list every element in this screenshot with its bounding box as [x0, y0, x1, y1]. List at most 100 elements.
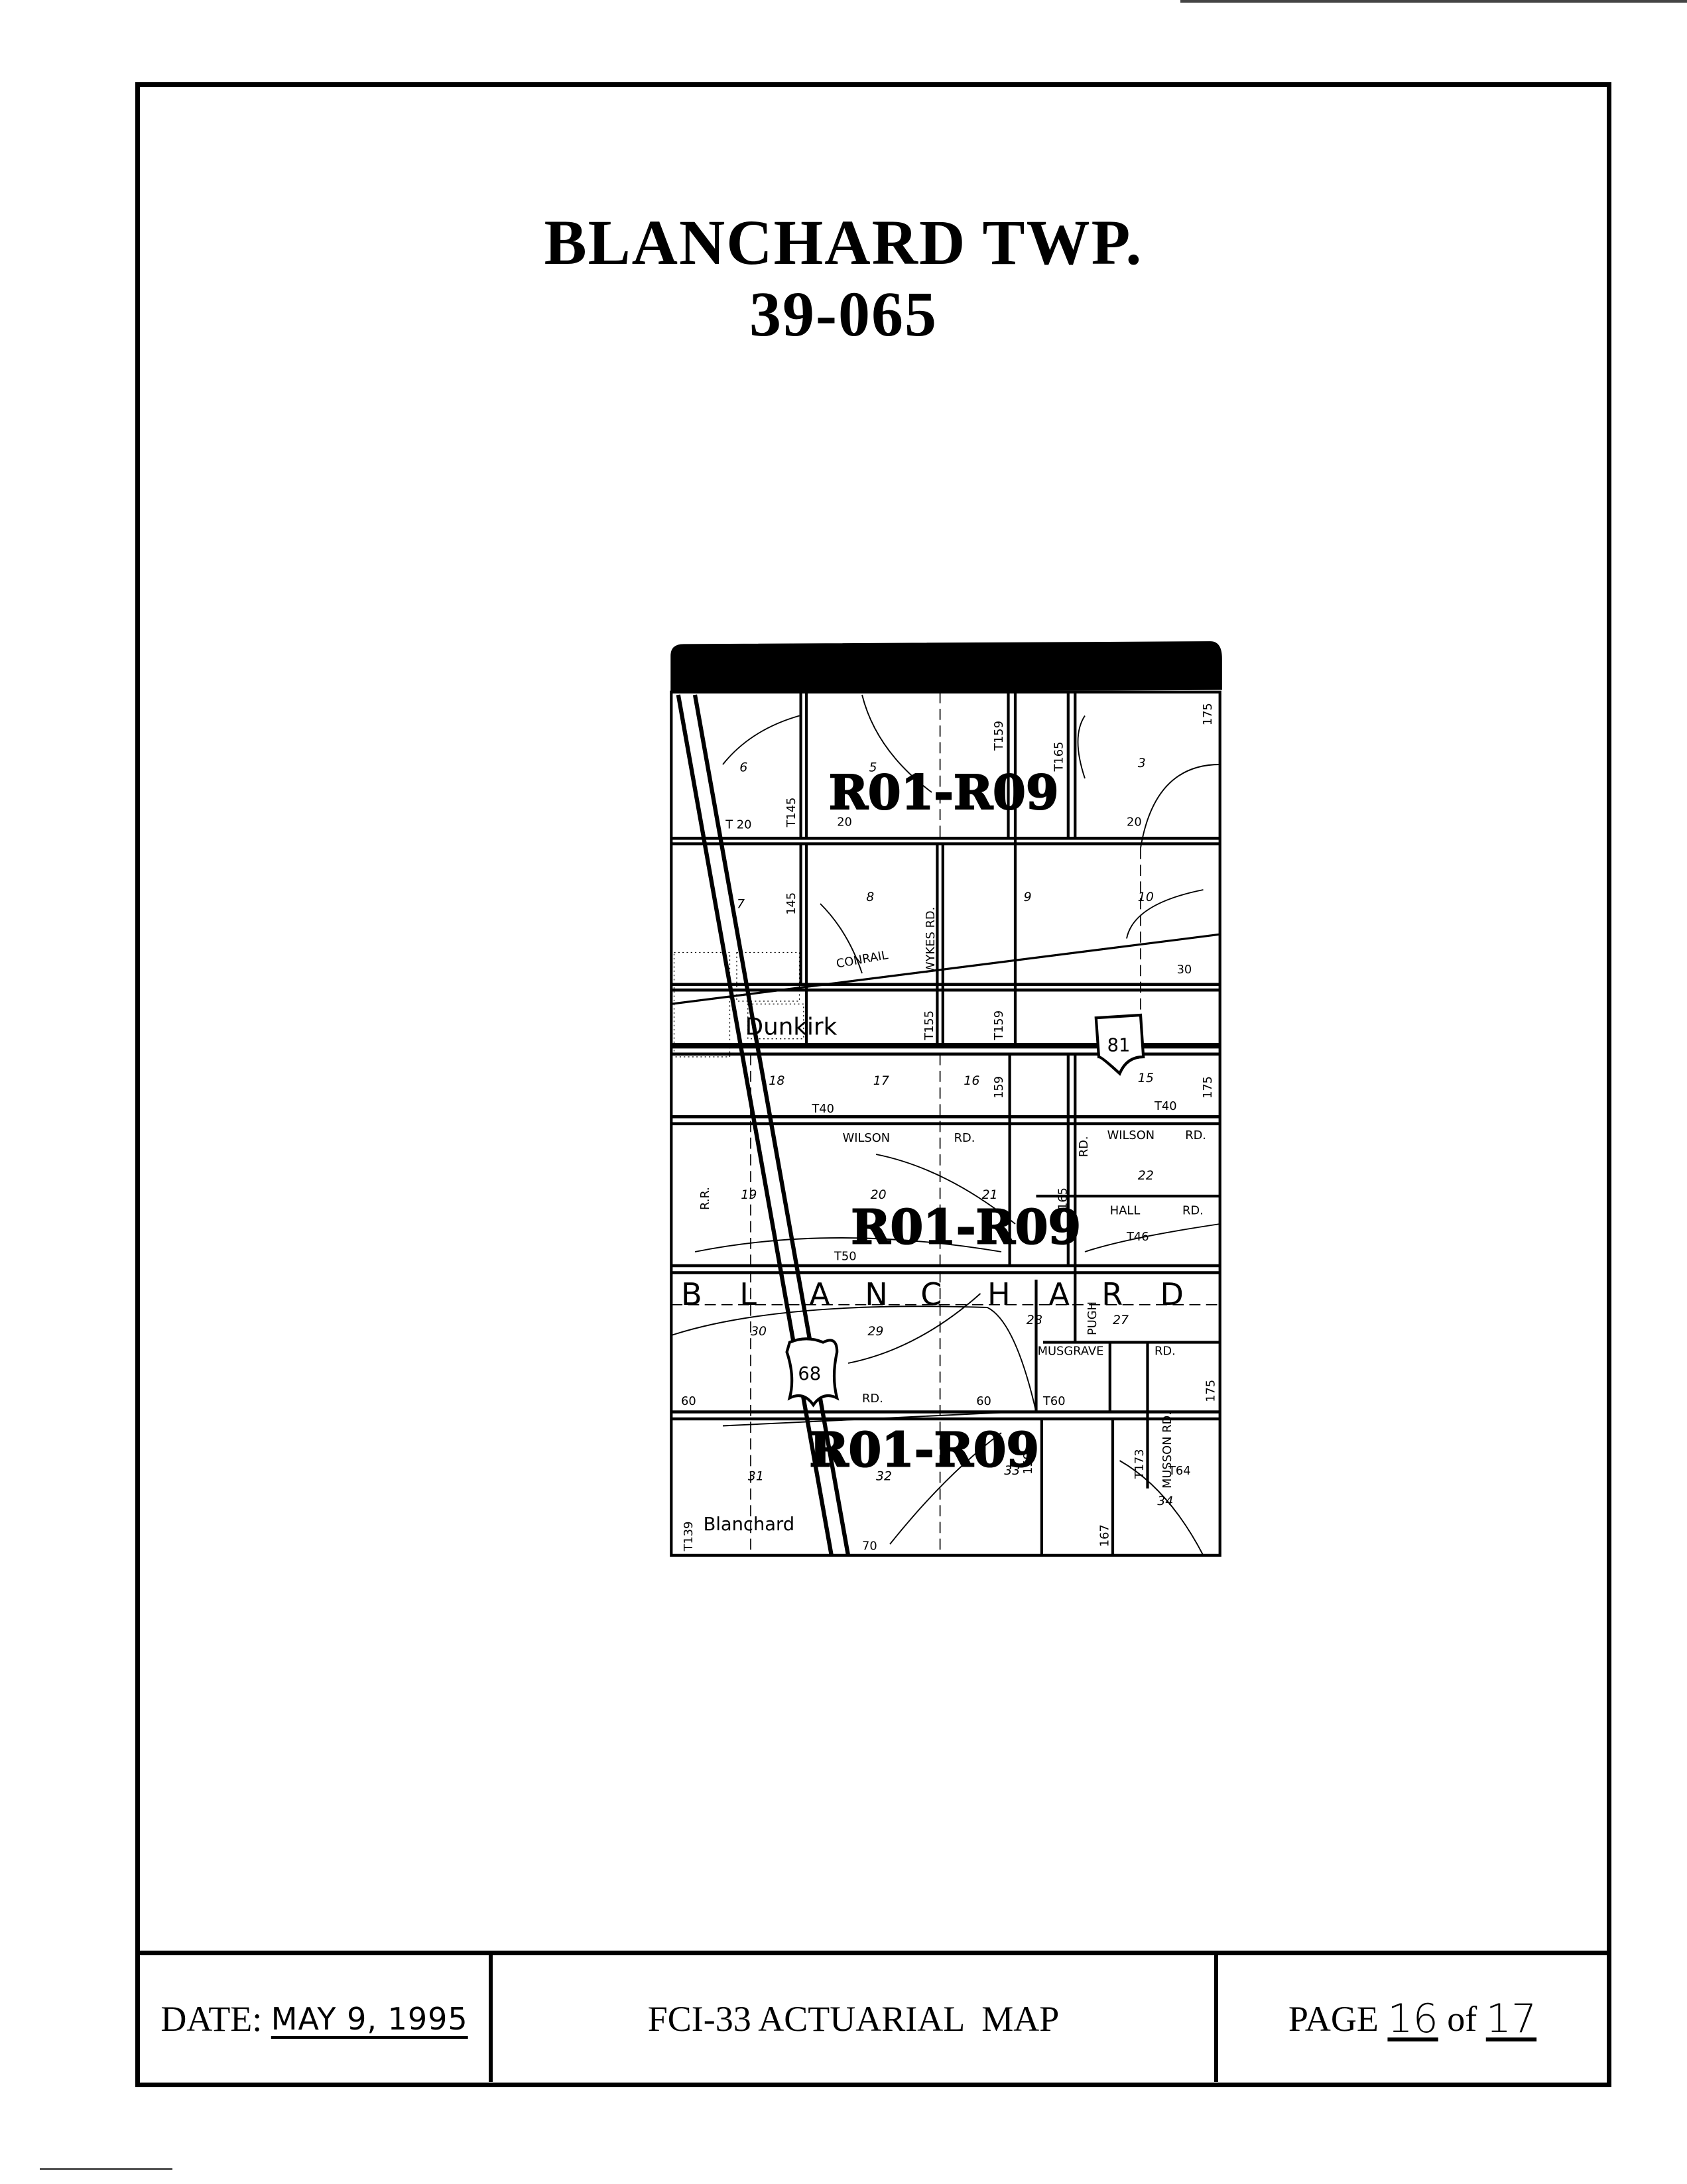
roads-vertical [799, 692, 1220, 1555]
township-letter: L [739, 1276, 757, 1312]
section-number: 21 [982, 1187, 998, 1202]
road-label: 60 [976, 1394, 991, 1408]
scan-edge-line [1180, 0, 1687, 3]
streams [671, 694, 1220, 1556]
road-label: T159 [992, 1010, 1006, 1041]
map-header-bar [670, 641, 1222, 693]
footer-title-cell: FCI-33 ACTUARIAL MAP [493, 1956, 1214, 2082]
road-name: WYKES RD. [924, 907, 938, 973]
page-current: 16 [1387, 1996, 1438, 2042]
section-number: 29 [867, 1324, 883, 1339]
township-letter: N [865, 1276, 888, 1312]
road-label: T 20 [725, 818, 751, 832]
section-number: 33 [1004, 1463, 1020, 1478]
conrail-line [671, 933, 1220, 1005]
section-lines [671, 692, 1220, 1555]
road-name: MUSGRAVE [1038, 1344, 1104, 1358]
footer-date-cell: DATE: MAY 9, 1995 [140, 1956, 489, 2082]
road-label: T60 [1042, 1394, 1066, 1408]
section-number: 7 [737, 896, 745, 911]
township-road-labels: T 20 T145 20 T159 T165 20 175 145 30 T15… [681, 703, 1218, 1553]
road-label: T46 [1126, 1230, 1149, 1244]
section-number: 3 [1138, 756, 1146, 770]
township-letter: D [1160, 1276, 1184, 1312]
scan-edge-mark [40, 2168, 172, 2170]
road-label: T50 [834, 1250, 857, 1264]
road-label: T165 [1052, 742, 1066, 772]
section-number: 8 [866, 890, 874, 904]
section-number: 30 [751, 1324, 767, 1339]
place-dunkirk: Dunkirk [745, 1013, 838, 1040]
rate-zone-label: R01-R09 [829, 764, 1059, 820]
road-label: 159 [992, 1076, 1006, 1099]
us-68-label: 68 [798, 1364, 821, 1384]
page-of: of [1447, 1999, 1477, 2039]
road-name: RD. [1155, 1344, 1176, 1358]
township-letter: R [1101, 1276, 1123, 1312]
road-name: RD. [1185, 1128, 1206, 1142]
road-label: 175 [1201, 1076, 1215, 1099]
road-label: 20 [1127, 815, 1142, 829]
road-label: 20 [837, 815, 852, 829]
road-label: 175 [1204, 1380, 1218, 1402]
roads-horizontal [671, 836, 1220, 1421]
section-number: 31 [748, 1469, 764, 1483]
township-code: 39-065 [749, 278, 938, 349]
section-number: 34 [1157, 1494, 1173, 1508]
road-name: WILSON [1107, 1128, 1155, 1142]
date-value: MAY 9, 1995 [271, 2001, 468, 2037]
dunkirk-town-area [673, 951, 804, 1058]
township-name-letters: B L A N C H A R D [681, 1276, 1184, 1312]
section-number: 5 [869, 760, 877, 775]
road-name-labels: WYKES RD. CONRAIL WILSON RD. RD. WILSON … [698, 907, 1206, 1488]
section-number: 15 [1138, 1071, 1154, 1085]
rate-zone-labels: R01-R09 R01-R09 R01-R09 [808, 764, 1082, 1478]
section-number: 10 [1138, 890, 1154, 904]
township-letter: A [809, 1276, 830, 1312]
township-letter: C [920, 1276, 942, 1312]
township-letter: A [1048, 1276, 1070, 1312]
township-letter: H [987, 1276, 1011, 1312]
road-label: T139 [682, 1522, 696, 1552]
road-label: 165 [1056, 1187, 1070, 1210]
date-label: DATE: [160, 1999, 263, 2039]
road-label: T64 [1168, 1464, 1191, 1478]
road-label: T40 [1154, 1099, 1177, 1113]
road-name: RD. [1077, 1136, 1091, 1157]
section-number: 9 [1024, 890, 1032, 904]
section-number: 20 [871, 1187, 887, 1202]
road-name: PUGH [1086, 1302, 1099, 1335]
footer-cell-divider [1214, 1951, 1218, 2082]
road-name: RD. [862, 1392, 883, 1406]
road-label: T155 [922, 1010, 936, 1041]
township-map: 81 68 6 5 3 7 8 9 10 18 17 16 15 19 20 2… [670, 641, 1222, 1557]
section-number: 28 [1027, 1313, 1042, 1327]
section-number: 19 [741, 1187, 757, 1202]
road-label: 167 [1098, 1524, 1112, 1547]
road-name: MUSSON RD. [1160, 1412, 1174, 1488]
road-label: 70 [862, 1539, 877, 1553]
page-label: PAGE [1288, 1999, 1379, 2039]
us-68-shield-icon [785, 1337, 840, 1408]
road-name: CONRAIL [835, 948, 889, 971]
road-label: 175 [1201, 703, 1215, 725]
page-frame [135, 82, 1611, 2087]
section-numbers: 6 5 3 7 8 9 10 18 17 16 15 19 20 21 22 3… [737, 756, 1173, 1508]
township-title: BLANCHARD TWP. [544, 207, 1143, 278]
route-81-label: 81 [1107, 1036, 1131, 1056]
rate-zone-label: R01-R09 [851, 1199, 1081, 1254]
road-label: 145 [784, 892, 798, 915]
section-number: 32 [876, 1469, 892, 1483]
road-name: WILSON [843, 1131, 891, 1145]
rate-zone-label: R01-R09 [809, 1422, 1039, 1477]
road-label: 60 [681, 1394, 696, 1408]
section-number: 22 [1138, 1168, 1154, 1183]
road-label: 159 [1021, 1452, 1035, 1475]
footer-page-cell: PAGE 16 of 17 [1218, 1956, 1607, 2082]
section-number: 17 [873, 1073, 889, 1088]
us-68-highway [676, 694, 851, 1556]
road-name: RD. [1182, 1203, 1204, 1217]
road-name: HALL [1110, 1203, 1141, 1217]
road-name: R.R. [698, 1187, 712, 1210]
footer-divider [135, 1951, 1611, 1955]
